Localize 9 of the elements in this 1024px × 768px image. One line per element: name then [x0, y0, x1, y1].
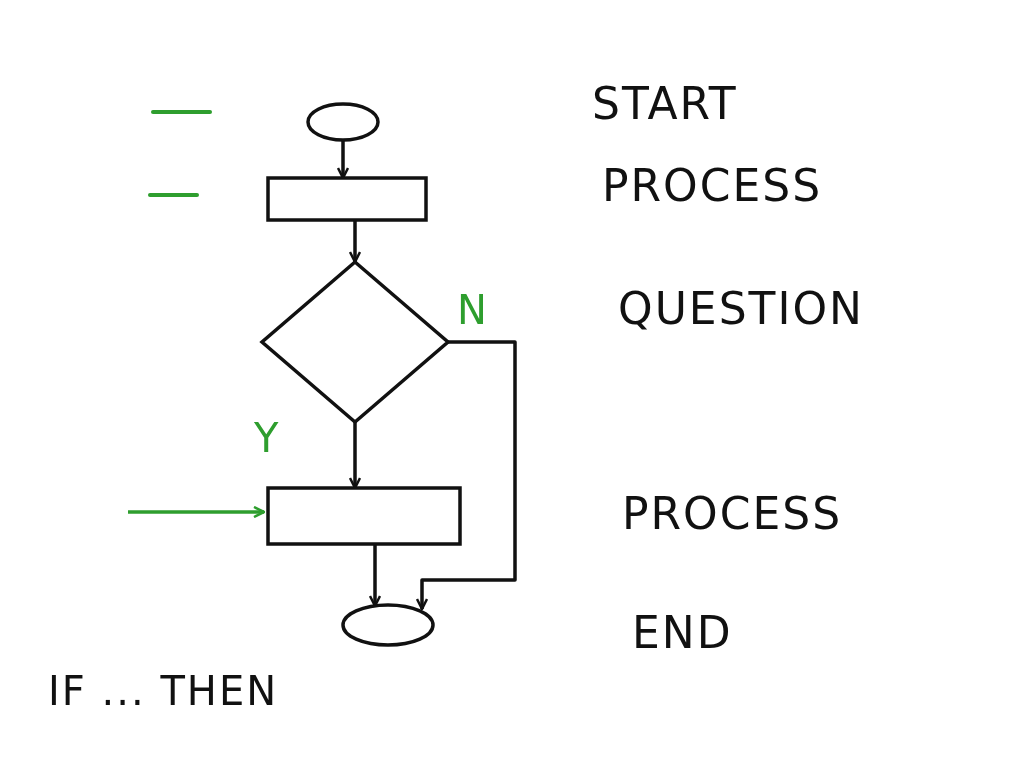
step-label: QUESTION: [618, 283, 864, 334]
arrow: [348, 220, 362, 264]
step-label: IF ... THEN: [48, 668, 279, 714]
arrow: [128, 505, 266, 519]
step-label: END: [632, 607, 733, 658]
step-label: START: [592, 78, 738, 129]
step-label: PROCESS: [622, 488, 843, 539]
step-label: PROCESS: [602, 160, 823, 211]
arrow: [415, 340, 517, 611]
